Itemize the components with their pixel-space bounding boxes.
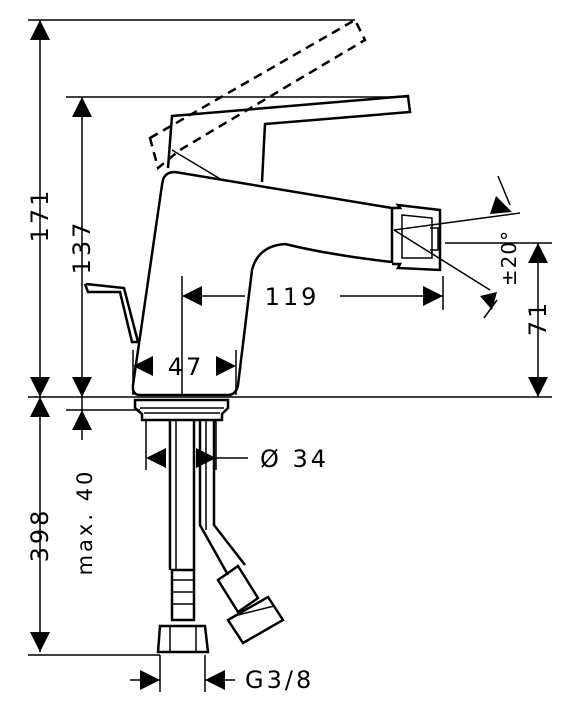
dim-nozzle-height: 71 — [524, 300, 552, 337]
faucet-body — [83, 94, 442, 397]
dim-hole-diameter: Ø 34 — [260, 445, 329, 473]
under-deck-hardware — [133, 398, 285, 654]
dim-base-width: 47 — [168, 353, 205, 381]
dim-nozzle-angle: ±20° — [497, 230, 521, 286]
dim-connection-thread: G3/8 — [245, 666, 314, 694]
dim-below-deck: 398 — [26, 508, 54, 563]
dim-body-height: 137 — [68, 220, 96, 275]
dim-spout-reach: 119 — [265, 283, 320, 311]
dim-deck-thickness: max. 40 — [73, 469, 97, 576]
lever-raised-dashed — [148, 18, 367, 171]
dimension-arrows — [30, 20, 548, 690]
dim-total-height: 171 — [26, 188, 54, 243]
